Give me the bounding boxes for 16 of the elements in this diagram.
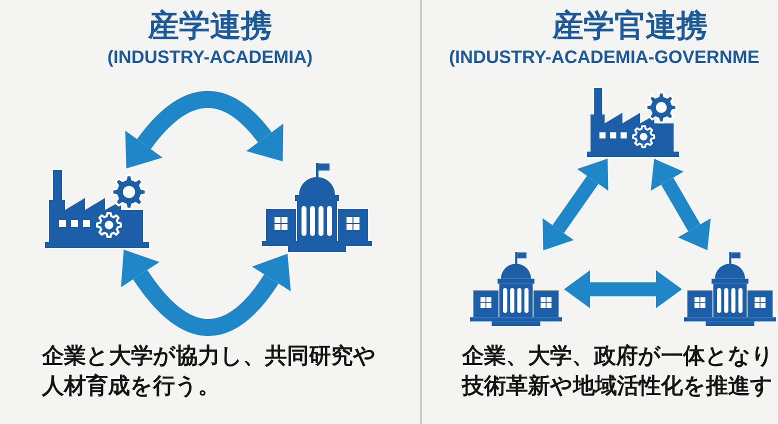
double-arrow	[542, 158, 608, 250]
factory-icon	[45, 170, 149, 248]
double-arrow	[650, 158, 711, 250]
factory-icon	[587, 88, 679, 157]
double-arrow	[125, 91, 284, 168]
domed-building-icon	[470, 252, 562, 326]
domed-building-icon	[262, 163, 372, 252]
heading: 産学連携	[148, 8, 272, 44]
subheading: (INDUSTRY-ACADEMIA-GOVERNME	[449, 46, 760, 68]
domed-building-icon	[684, 252, 776, 326]
heading: 産学官連携	[552, 8, 708, 44]
description-text: 企業と大学が協力し、共同研究や人材育成を行う。	[42, 343, 376, 401]
description-text: 企業、大学、政府が一体となり技術革新や地域活性化を推進す	[462, 342, 774, 401]
subheading: (INDUSTRY-ACADEMIA)	[107, 46, 313, 68]
double-arrow	[564, 270, 682, 308]
double-arrow	[121, 250, 290, 336]
